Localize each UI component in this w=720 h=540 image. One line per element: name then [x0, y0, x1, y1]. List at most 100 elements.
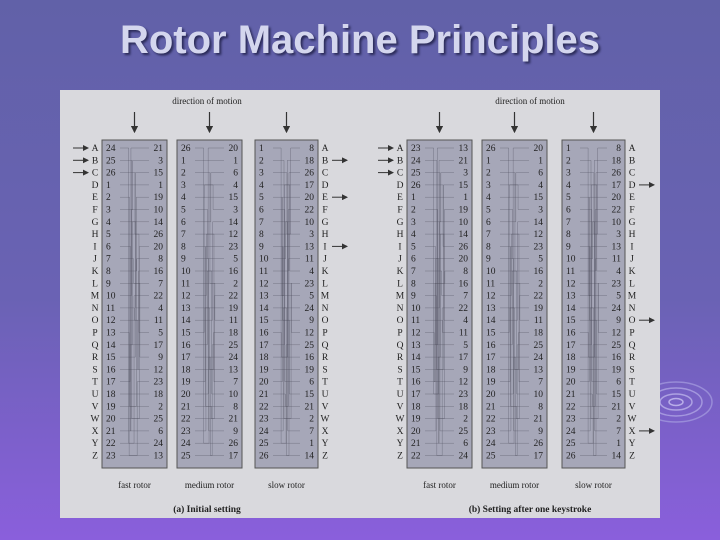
panel-a-medium-right-number: 24: [229, 353, 239, 363]
panel-a-slow-right-number: 5: [309, 292, 314, 302]
panel-a-output-letter: P: [322, 329, 327, 339]
panel-b-medium-right-number: 5: [538, 255, 543, 265]
panel-a-fast-wire: [120, 209, 149, 296]
panel-a-output-letter: N: [322, 304, 329, 314]
panel-b-input-letter: R: [397, 353, 404, 363]
panel-a-slow-left-number: 11: [259, 267, 268, 277]
panel-b-input-letter: L: [397, 279, 403, 289]
panel-a-slow-left-number: 18: [259, 353, 269, 363]
panel-a-slow-wire: [273, 147, 300, 235]
panel-b-medium-right-number: 19: [534, 304, 544, 314]
panel-a-medium-right-number: 4: [233, 181, 238, 191]
panel-b-slow-left-number: 22: [566, 402, 576, 412]
panel-a-output-letter: I: [323, 242, 326, 252]
panel-a-input-letter: V: [92, 402, 99, 412]
panel-b-fast-left-number: 24: [411, 156, 421, 166]
panel-b-slow-right-number: 21: [612, 402, 622, 412]
panel-a-medium-wire: [195, 307, 224, 370]
panel-b-direction-label: direction of motion: [495, 96, 565, 106]
panel-b-output-letter: L: [629, 279, 635, 289]
panel-b-slow-right-number: 20: [612, 193, 622, 203]
panel-b-medium-rotor-box: [481, 139, 548, 469]
panel-b-slow-right-number: 19: [612, 365, 622, 375]
panel-a-slow-label: slow rotor: [268, 480, 305, 490]
panel-a-medium-label: medium rotor: [185, 480, 234, 490]
panel-a-direction-label: direction of motion: [172, 96, 242, 106]
panel-a-fast-wire: [120, 270, 149, 370]
panel-a-slow-right-number: 1: [309, 439, 314, 449]
panel-b-fast-right-number: 14: [459, 230, 469, 240]
panel-a-fast-left-number: 18: [106, 390, 116, 400]
panel-a-slow-wire: [273, 246, 300, 296]
panel-a-medium-left-number: 2: [181, 169, 186, 179]
panel-b-fast-left-number: 14: [411, 353, 421, 363]
panel-b-fast-left-number: 19: [411, 415, 421, 425]
panel-a-input-letter: D: [92, 181, 99, 191]
panel-b-fast-left-number: 7: [411, 267, 416, 277]
panel-b-medium-right-number: 2: [538, 279, 543, 289]
panel-b-input-letter: P: [397, 329, 402, 339]
panel-b-output-letter: A: [629, 144, 636, 154]
panel-a-output-letter: E: [322, 193, 328, 203]
panel-b-medium-right-number: 24: [534, 353, 544, 363]
panel-b-fast-wire: [425, 319, 454, 333]
panel-a-fast-right-number: 11: [154, 316, 163, 326]
panel-a-medium-wire: [195, 258, 224, 432]
panel-b-input-letter: B: [397, 156, 403, 166]
panel-a-caption: (a) Initial setting: [173, 504, 241, 515]
panel-a-fast-left-number: 7: [106, 255, 111, 265]
panel-a-medium-wire: [195, 270, 224, 395]
panel-a-fast-right-number: 10: [154, 206, 164, 216]
panel-a-fast-right-number: 7: [158, 279, 163, 289]
panel-b-slow-left-number: 3: [566, 169, 571, 179]
panel-a-medium-left-number: 20: [181, 390, 191, 400]
panel-a-slow-left-number: 22: [259, 402, 269, 412]
panel-a-slow-left-number: 25: [259, 439, 269, 449]
panel-a-input-letter: W: [91, 415, 100, 425]
panel-b-slow-right-number: 1: [616, 439, 621, 449]
panel-a-fast-right-number: 6: [158, 427, 163, 437]
panel-b-output-letter: Z: [629, 452, 635, 462]
panel-a-output-letter: X: [322, 427, 329, 437]
panel-a-output-letter: W: [321, 415, 330, 425]
panel-b-input-letter: Z: [397, 452, 403, 462]
panel-b-medium-right-number: 12: [534, 230, 544, 240]
panel-a-output-letter: A: [322, 144, 329, 154]
panel-a-medium-left-number: 1: [181, 156, 186, 166]
panel-b-medium-wire: [500, 147, 529, 395]
panel-a-fast-left-number: 17: [106, 378, 116, 388]
panel-b-fast-wire: [425, 258, 454, 432]
panel-b-fast-wire: [425, 209, 454, 419]
panel-b-medium-right-number: 7: [538, 378, 543, 388]
panel-a-slow-right-number: 17: [305, 181, 315, 191]
panel-b-slow-left-number: 16: [566, 329, 576, 339]
panel-a-slow-wire: [273, 196, 300, 382]
panel-b-slow-right-number: 7: [616, 427, 621, 437]
panel-b-fast-label: fast rotor: [423, 480, 456, 490]
panel-b-slow-right-number: 24: [612, 304, 622, 314]
panel-b-medium-left-number: 7: [486, 230, 491, 240]
panel-b-fast-left-number: 22: [411, 452, 421, 462]
panel-b-input-letter: E: [397, 193, 403, 203]
panel-b-fast-wire: [425, 356, 454, 395]
panel-a-fast-left-number: 13: [106, 329, 116, 339]
panel-b-slow-wire: [580, 196, 607, 382]
panel-a-output-letter: G: [322, 218, 329, 228]
panel-a-medium-right-number: 25: [229, 341, 239, 351]
panel-b-medium-wire: [500, 283, 529, 321]
panel-a-fast-rotor-box: [101, 139, 168, 469]
panel-b-medium-right-number: 1: [538, 156, 543, 166]
panel-a-medium-left-number: 18: [181, 365, 191, 375]
panel-b-medium-right-number: 16: [534, 267, 544, 277]
panel-a-slow-left-number: 19: [259, 365, 269, 375]
panel-b-medium-wire: [500, 196, 529, 333]
panel-a-slow-wire: [273, 184, 300, 346]
panel-a-fast-right-number: 4: [158, 304, 163, 314]
panel-b-slow-left-number: 10: [566, 255, 576, 265]
panel-b-medium-right-number: 3: [538, 206, 543, 216]
panel-b-medium-left-number: 3: [486, 181, 491, 191]
panel-b-input-letter: S: [397, 365, 402, 375]
panel-a-input-letter: Q: [92, 341, 99, 351]
panel-b-medium-right-number: 8: [538, 402, 543, 412]
panel-b-medium-right-number: 13: [534, 365, 544, 375]
